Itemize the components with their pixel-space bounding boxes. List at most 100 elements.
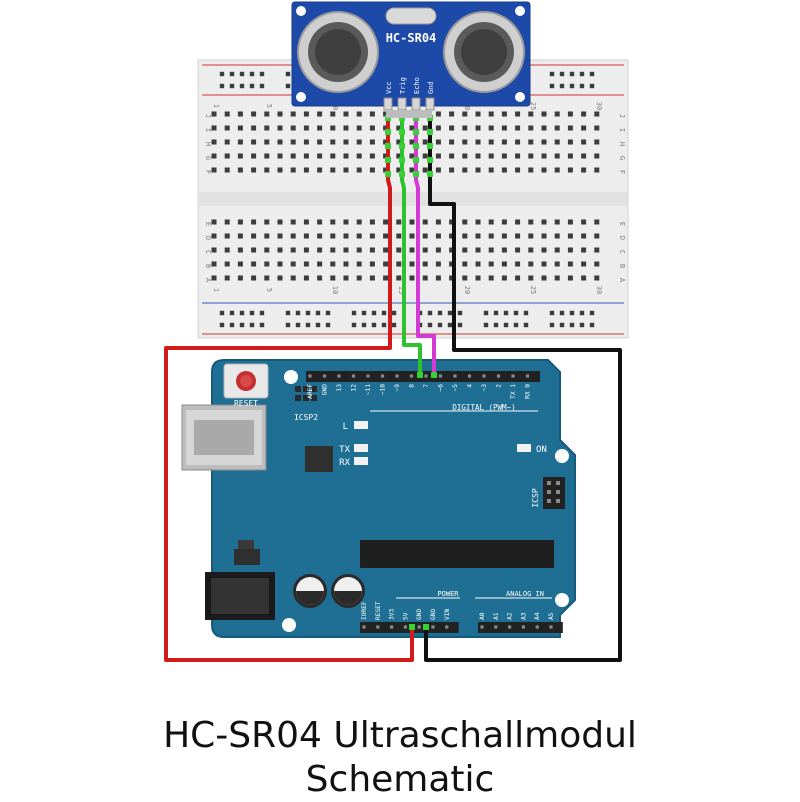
header-pin[interactable] xyxy=(549,625,553,629)
wire-echo-pin8 xyxy=(414,120,436,375)
breadboard-hole xyxy=(475,219,481,225)
row-letter: G xyxy=(204,156,212,160)
header-pin[interactable] xyxy=(438,374,443,378)
sensor-pin-vcc xyxy=(383,97,393,111)
breadboard-hole xyxy=(211,275,217,281)
led-rx-label: RX xyxy=(339,458,350,468)
breadboard-hole xyxy=(435,275,441,281)
breadboard-hole xyxy=(330,153,336,159)
header-pin[interactable] xyxy=(337,374,341,378)
rail-hole xyxy=(219,322,225,328)
pin-label: 7 xyxy=(423,384,430,388)
header-pin[interactable] xyxy=(494,625,498,629)
header-pin[interactable] xyxy=(535,625,539,629)
connected-pin xyxy=(431,372,437,378)
breadboard-hole xyxy=(541,247,547,253)
breadboard-hole xyxy=(343,111,349,117)
pin-label: ~6 xyxy=(438,384,445,392)
rail-hole xyxy=(229,310,235,316)
icsp-pin xyxy=(547,481,551,485)
breadboard-hole xyxy=(501,275,507,281)
breadboard-hole xyxy=(356,125,362,131)
breadboard-hole xyxy=(541,139,547,145)
breadboard-hole xyxy=(343,219,349,225)
pin-label: ~10 xyxy=(380,384,387,395)
breadboard-hole xyxy=(317,139,323,145)
breadboard-hole xyxy=(317,125,323,131)
header-pin[interactable] xyxy=(508,625,512,629)
header-pin[interactable] xyxy=(521,625,525,629)
breadboard-hole xyxy=(435,125,441,131)
rail-hole xyxy=(513,310,519,316)
row-letter: C xyxy=(204,250,212,254)
breadboard-hole xyxy=(501,167,507,173)
rail-hole xyxy=(493,322,499,328)
rail-hole xyxy=(305,322,311,328)
icsp-pin xyxy=(556,490,560,494)
breadboard-hole xyxy=(581,153,587,159)
breadboard-hole xyxy=(475,233,481,239)
breadboard-hole xyxy=(303,125,309,131)
header-pin[interactable] xyxy=(351,374,356,378)
reset-button[interactable] xyxy=(223,363,269,399)
breadboard-hole xyxy=(528,233,534,239)
breadboard-hole xyxy=(303,233,309,239)
header-pin[interactable] xyxy=(403,625,407,629)
rail-hole xyxy=(579,83,585,89)
header-pin[interactable] xyxy=(362,625,366,629)
header-pin[interactable] xyxy=(431,625,435,629)
header-pin[interactable] xyxy=(409,374,414,378)
breadboard-hole xyxy=(330,275,336,281)
header-pin[interactable] xyxy=(417,625,421,629)
breadboard-hole xyxy=(462,125,468,131)
header-pin[interactable] xyxy=(424,374,428,378)
breadboard-hole xyxy=(369,261,375,267)
breadboard-hole xyxy=(554,247,560,253)
breadboard-hole xyxy=(567,167,573,173)
breadboard-hole xyxy=(409,139,415,145)
breadboard-hole xyxy=(277,261,283,267)
header-pin[interactable] xyxy=(380,374,385,378)
breadboard-hole xyxy=(488,233,494,239)
rail-hole xyxy=(259,83,265,89)
header-pin[interactable] xyxy=(482,374,486,378)
header-pin[interactable] xyxy=(376,625,380,629)
breadboard-hole xyxy=(435,153,441,159)
header-pin[interactable] xyxy=(496,374,501,378)
header-pin[interactable] xyxy=(525,374,530,378)
power-jack xyxy=(205,572,275,620)
header-pin[interactable] xyxy=(453,374,457,378)
connected-hole xyxy=(413,143,419,149)
header-pin[interactable] xyxy=(322,374,327,378)
header-pin[interactable] xyxy=(308,374,312,378)
header-pin[interactable] xyxy=(480,625,484,629)
breadboard-hole xyxy=(594,111,600,117)
breadboard-hole xyxy=(422,219,428,225)
breadboard-hole xyxy=(383,125,389,131)
breadboard-hole xyxy=(396,219,402,225)
header-pin[interactable] xyxy=(390,625,394,629)
breadboard-hole xyxy=(567,261,573,267)
breadboard-hole xyxy=(528,139,534,145)
breadboard-hole xyxy=(594,167,600,173)
mounting-hole xyxy=(284,370,298,384)
breadboard-hole xyxy=(528,261,534,267)
breadboard-hole xyxy=(475,261,481,267)
header-pin[interactable] xyxy=(467,374,472,378)
row-letter: E xyxy=(204,222,212,226)
rail-hole xyxy=(483,322,489,328)
breadboard-hole xyxy=(554,261,560,267)
breadboard-hole xyxy=(224,233,230,239)
breadboard-hole xyxy=(515,111,521,117)
breadboard-hole xyxy=(567,233,573,239)
connected-hole xyxy=(413,129,419,135)
header-pin[interactable] xyxy=(395,374,399,378)
rail-hole xyxy=(523,310,529,316)
breadboard-hole xyxy=(462,153,468,159)
header-pin[interactable] xyxy=(366,374,370,378)
pin-label: 3V3 xyxy=(389,609,396,620)
rail-hole xyxy=(285,83,291,89)
header-pin[interactable] xyxy=(445,625,449,629)
pin-label: ~9 xyxy=(394,384,401,392)
header-pin[interactable] xyxy=(511,374,515,378)
